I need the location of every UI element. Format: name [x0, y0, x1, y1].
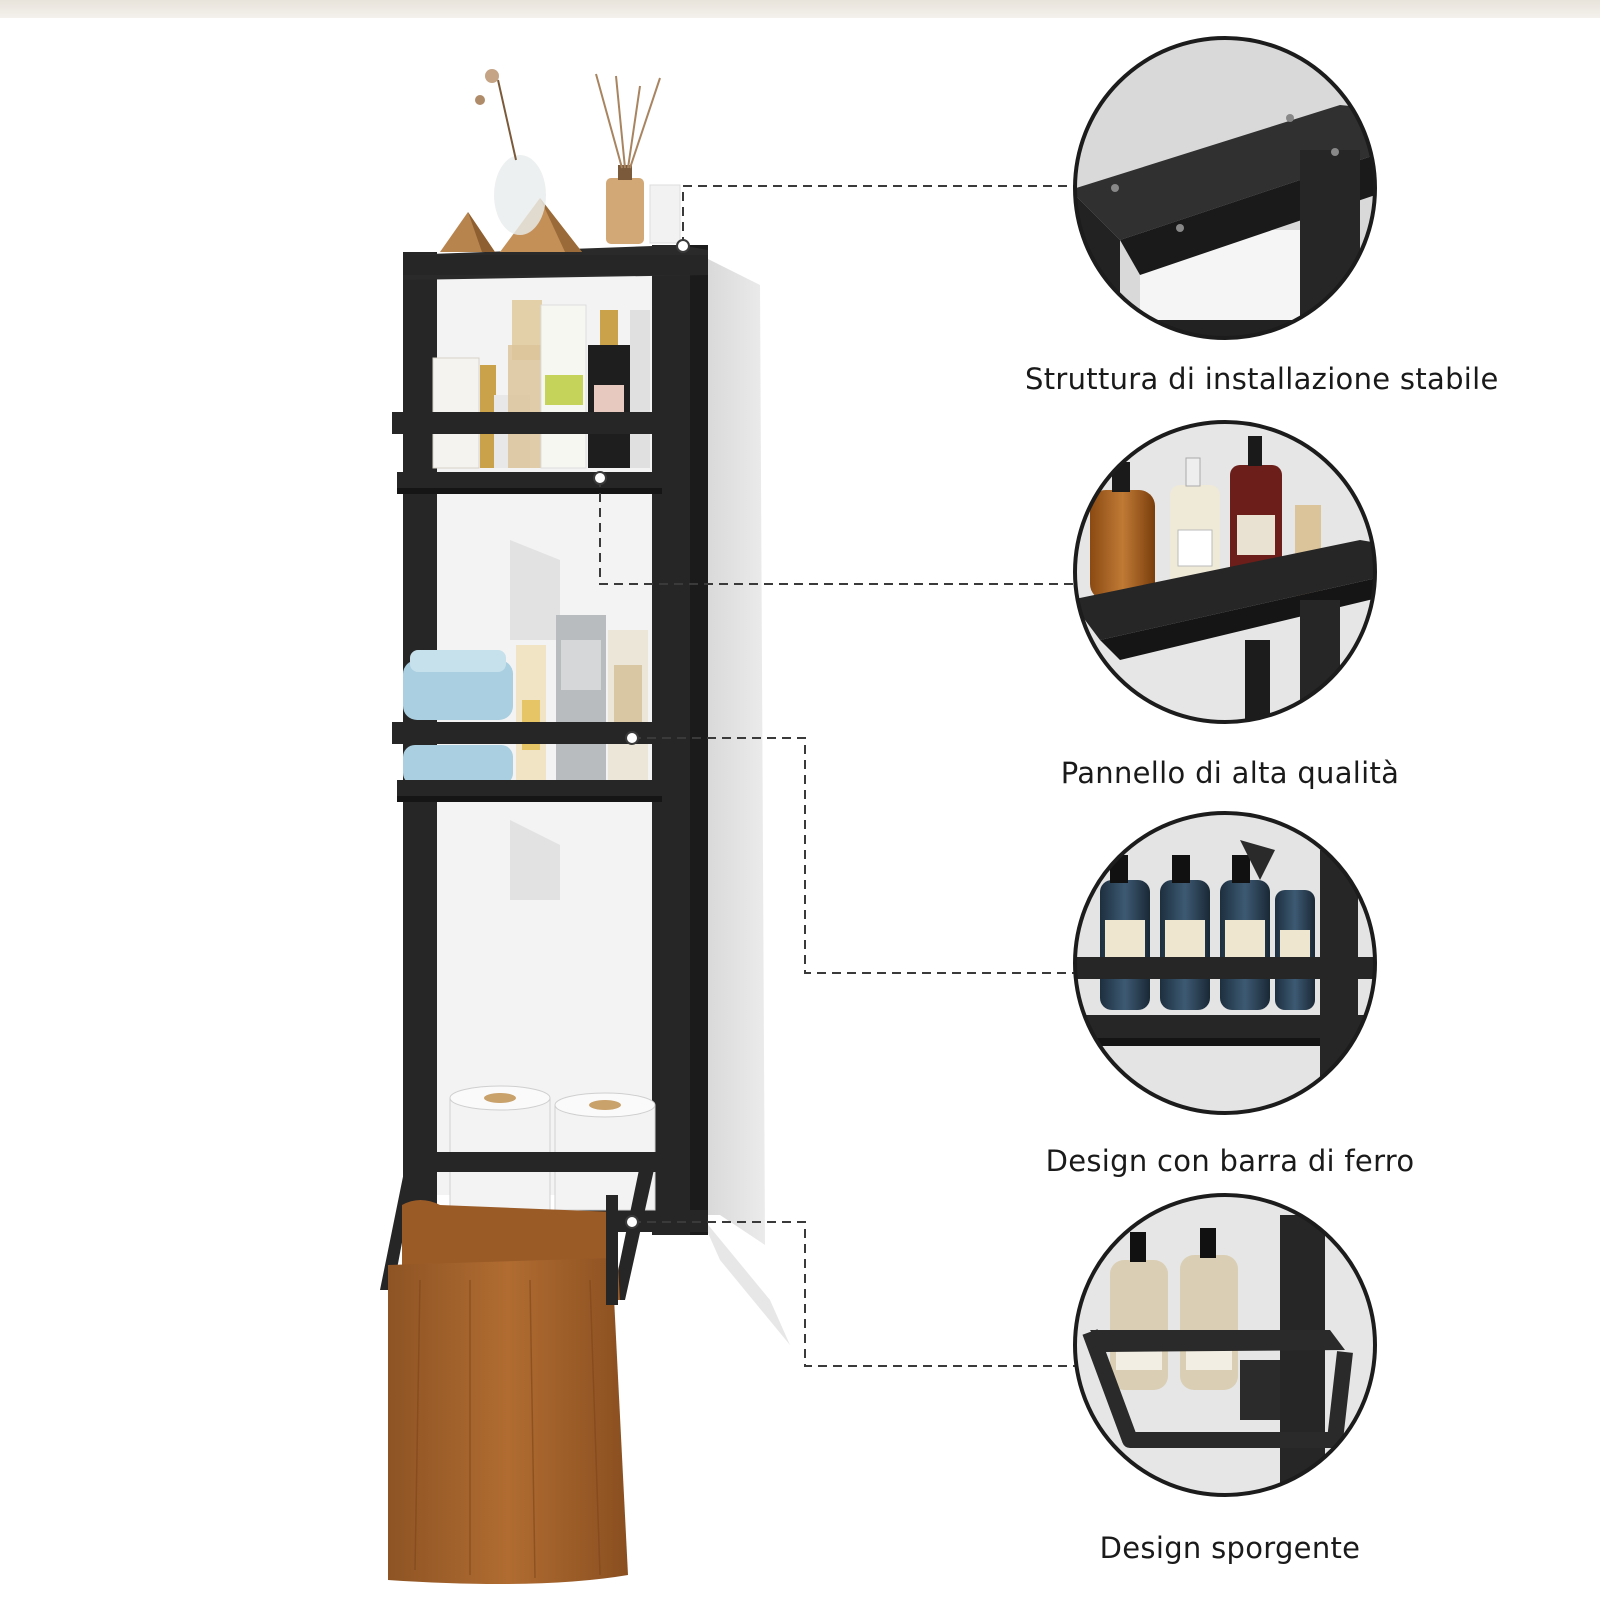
feature-caption-protruding: Design sporgente [1099, 1531, 1361, 1565]
detail-circle-installation [1073, 36, 1377, 340]
detail-circle-panel [1073, 420, 1377, 724]
feature-caption-iron-bar: Design con barra di ferro [1045, 1144, 1415, 1178]
shelf-unit [380, 69, 790, 1584]
detail-circle-protruding [1073, 1193, 1377, 1497]
feature-caption-installation: Struttura di installazione stabile [1025, 362, 1499, 396]
feature-caption-panel: Pannello di alta qualità [1060, 756, 1400, 790]
callout-dots [593, 239, 690, 1229]
detail-circle-iron-bar [1073, 811, 1377, 1115]
callout-connectors [599, 185, 1075, 1367]
